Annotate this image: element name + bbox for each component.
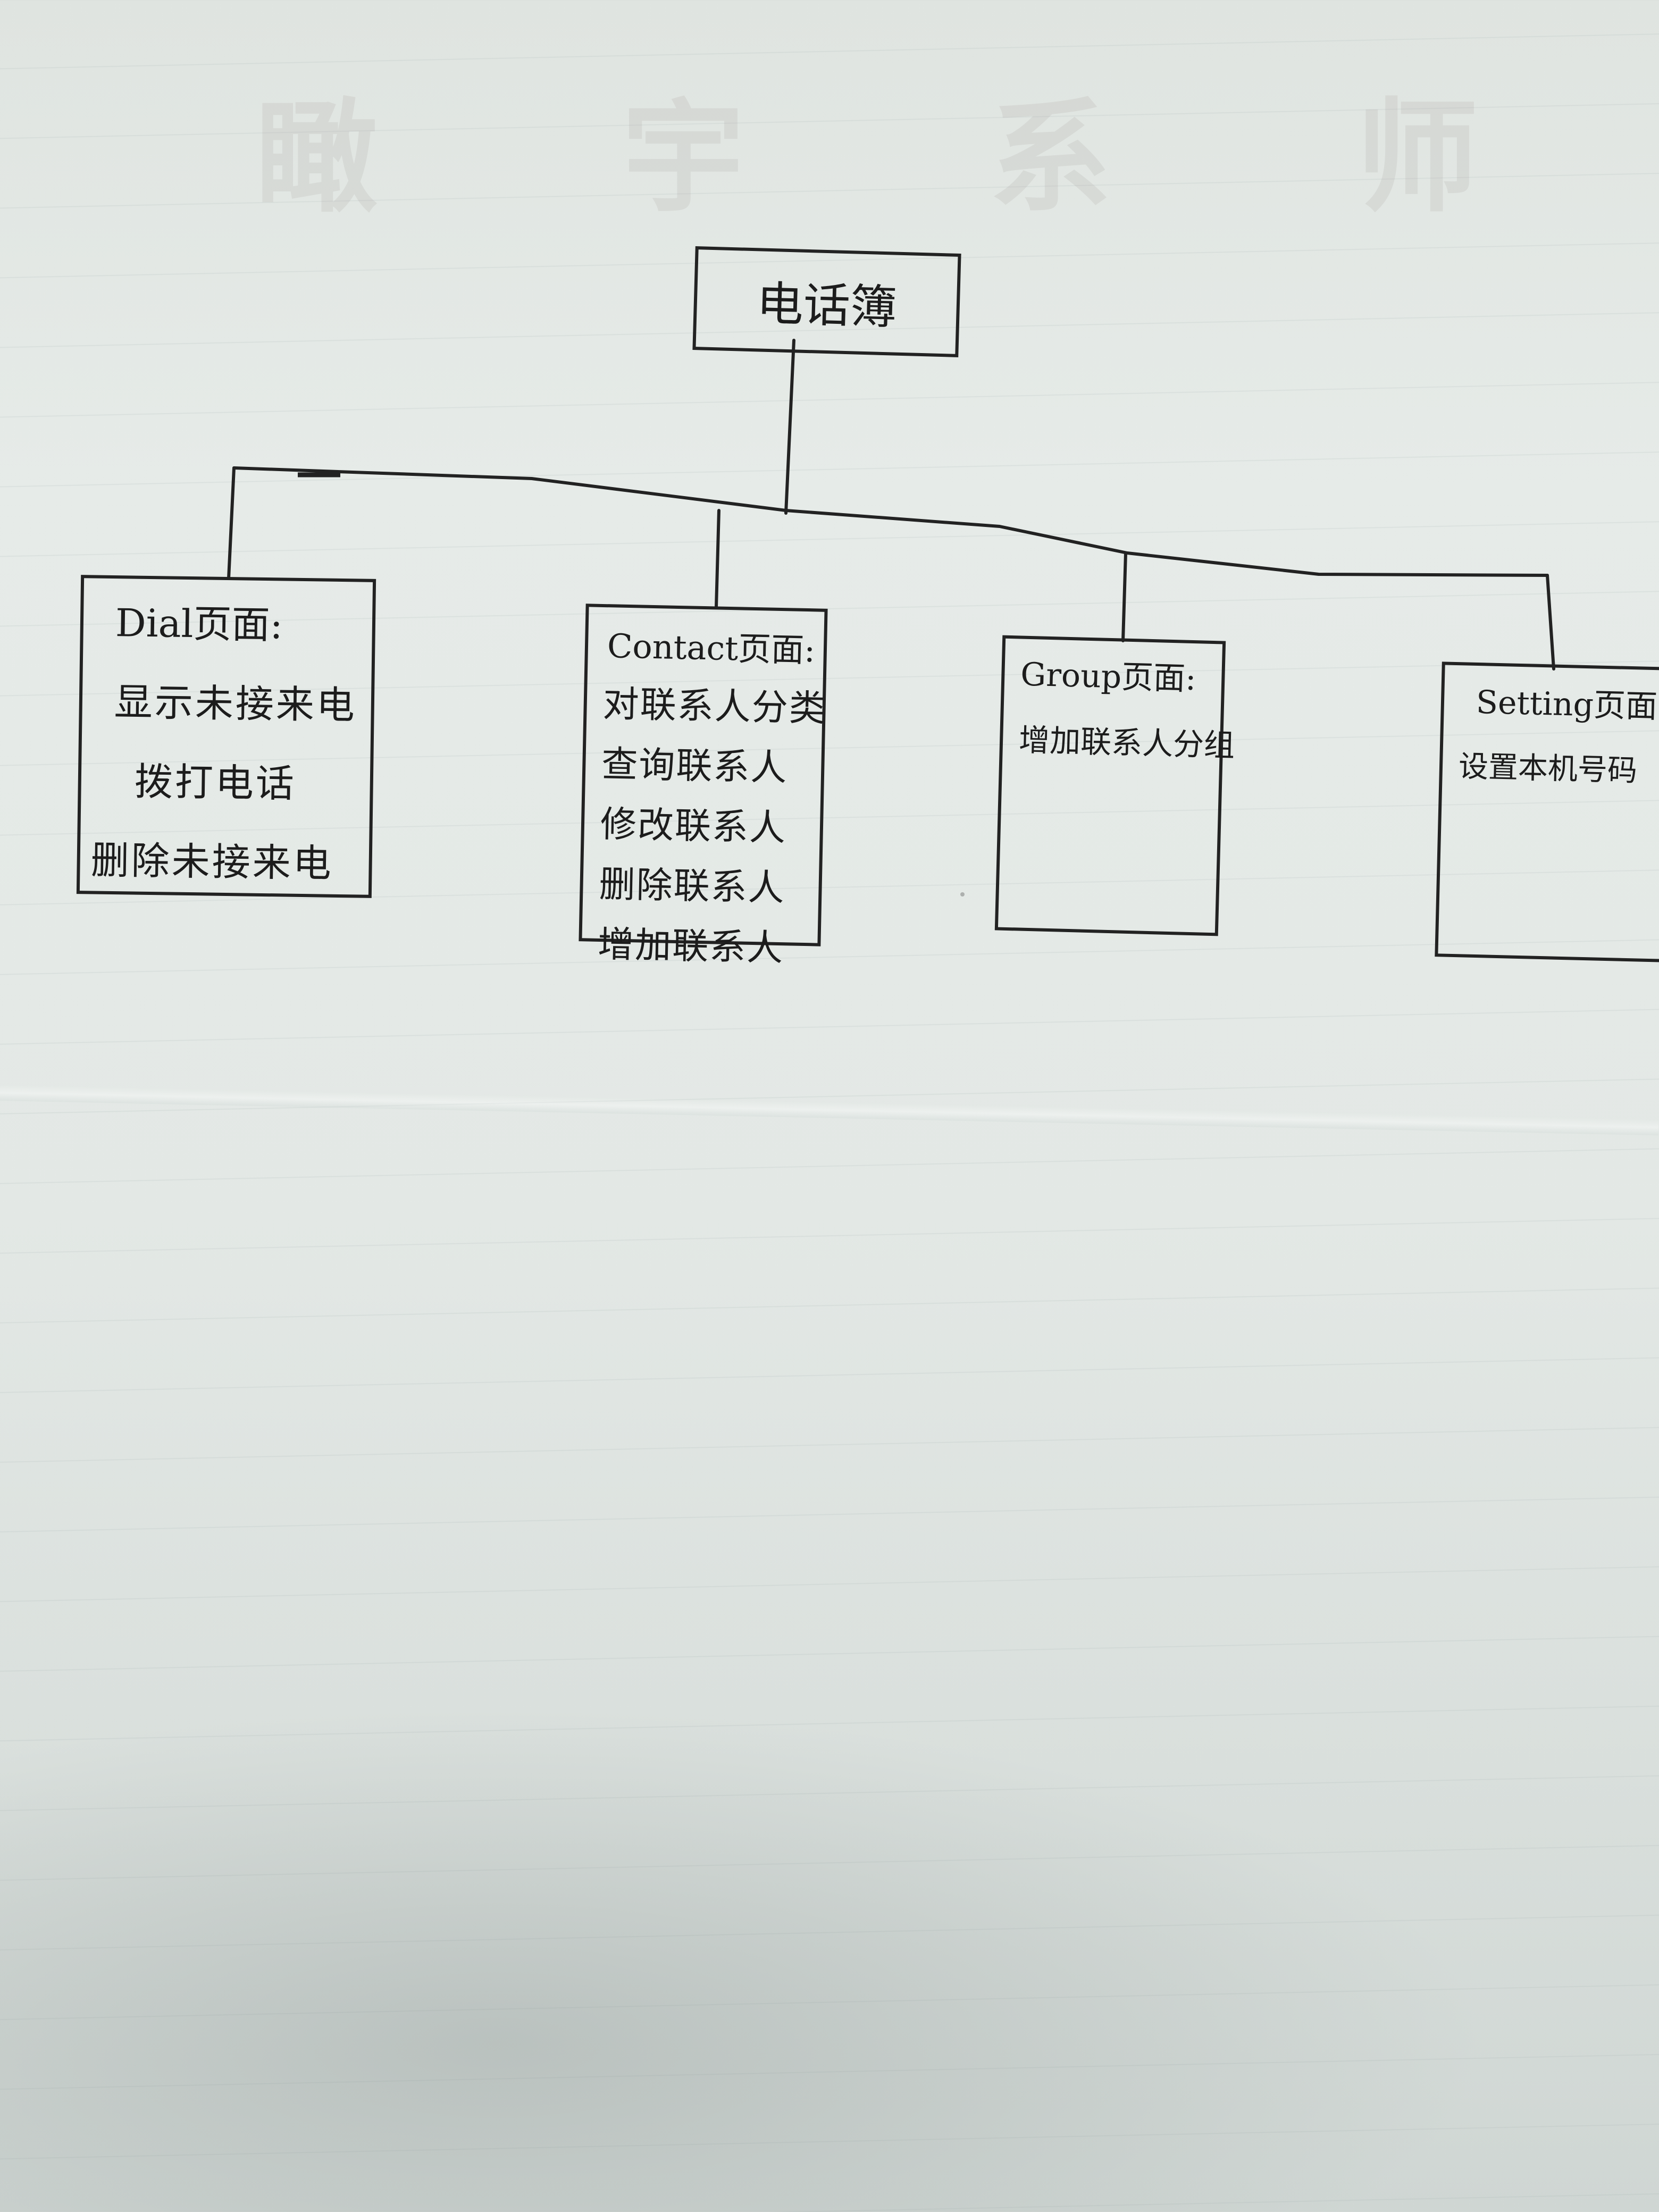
node-contact-item: 对联系人分类 [602, 683, 827, 730]
letterhead-watermark: 瞰 宇 系 师 范 大 学 [255, 86, 1659, 229]
paper-speck [960, 892, 965, 896]
dial-connector [227, 466, 236, 580]
root-connector [784, 339, 795, 515]
node-setting-title: Setting页面: [1476, 683, 1659, 726]
node-contact-title: Contact页面: [607, 626, 816, 670]
node-contact-item: 增加联系人 [597, 923, 785, 970]
node-dial-item: 删除未接来电 [90, 837, 334, 886]
node-dial-page: Dial页面: 显示未接来电 拨打电话 删除未接来电 [76, 575, 376, 898]
contact-connector [715, 509, 720, 609]
node-contact-item: 修改联系人 [600, 803, 787, 850]
node-setting-item: 设置本机号码 [1458, 749, 1638, 789]
root-node-label: 电话簿 [756, 276, 898, 335]
node-contact-page: Contact页面: 对联系人分类 查询联系人 修改联系人 删除联系人 增加联系… [579, 604, 828, 969]
node-group-title: Group页面: [1020, 656, 1197, 698]
setting-connector [1546, 574, 1555, 671]
node-contact-item: 查询联系人 [601, 743, 789, 790]
node-setting-page: Setting页面: 设置本机号码 [1435, 661, 1659, 963]
group-connector [1121, 551, 1127, 642]
node-dial-item: 拨打电话 [134, 759, 297, 806]
bus-connector [232, 466, 1549, 577]
node-group-item: 增加联系人分组 [1018, 722, 1235, 764]
node-contact-item: 删除联系人 [598, 863, 786, 910]
root-node-phonebook: 电话簿 [692, 246, 961, 357]
node-dial-title: Dial页面: [115, 600, 283, 648]
node-dial-item: 显示未接来电 [114, 680, 357, 728]
node-group-page: Group页面: 增加联系人分组 [994, 635, 1235, 936]
